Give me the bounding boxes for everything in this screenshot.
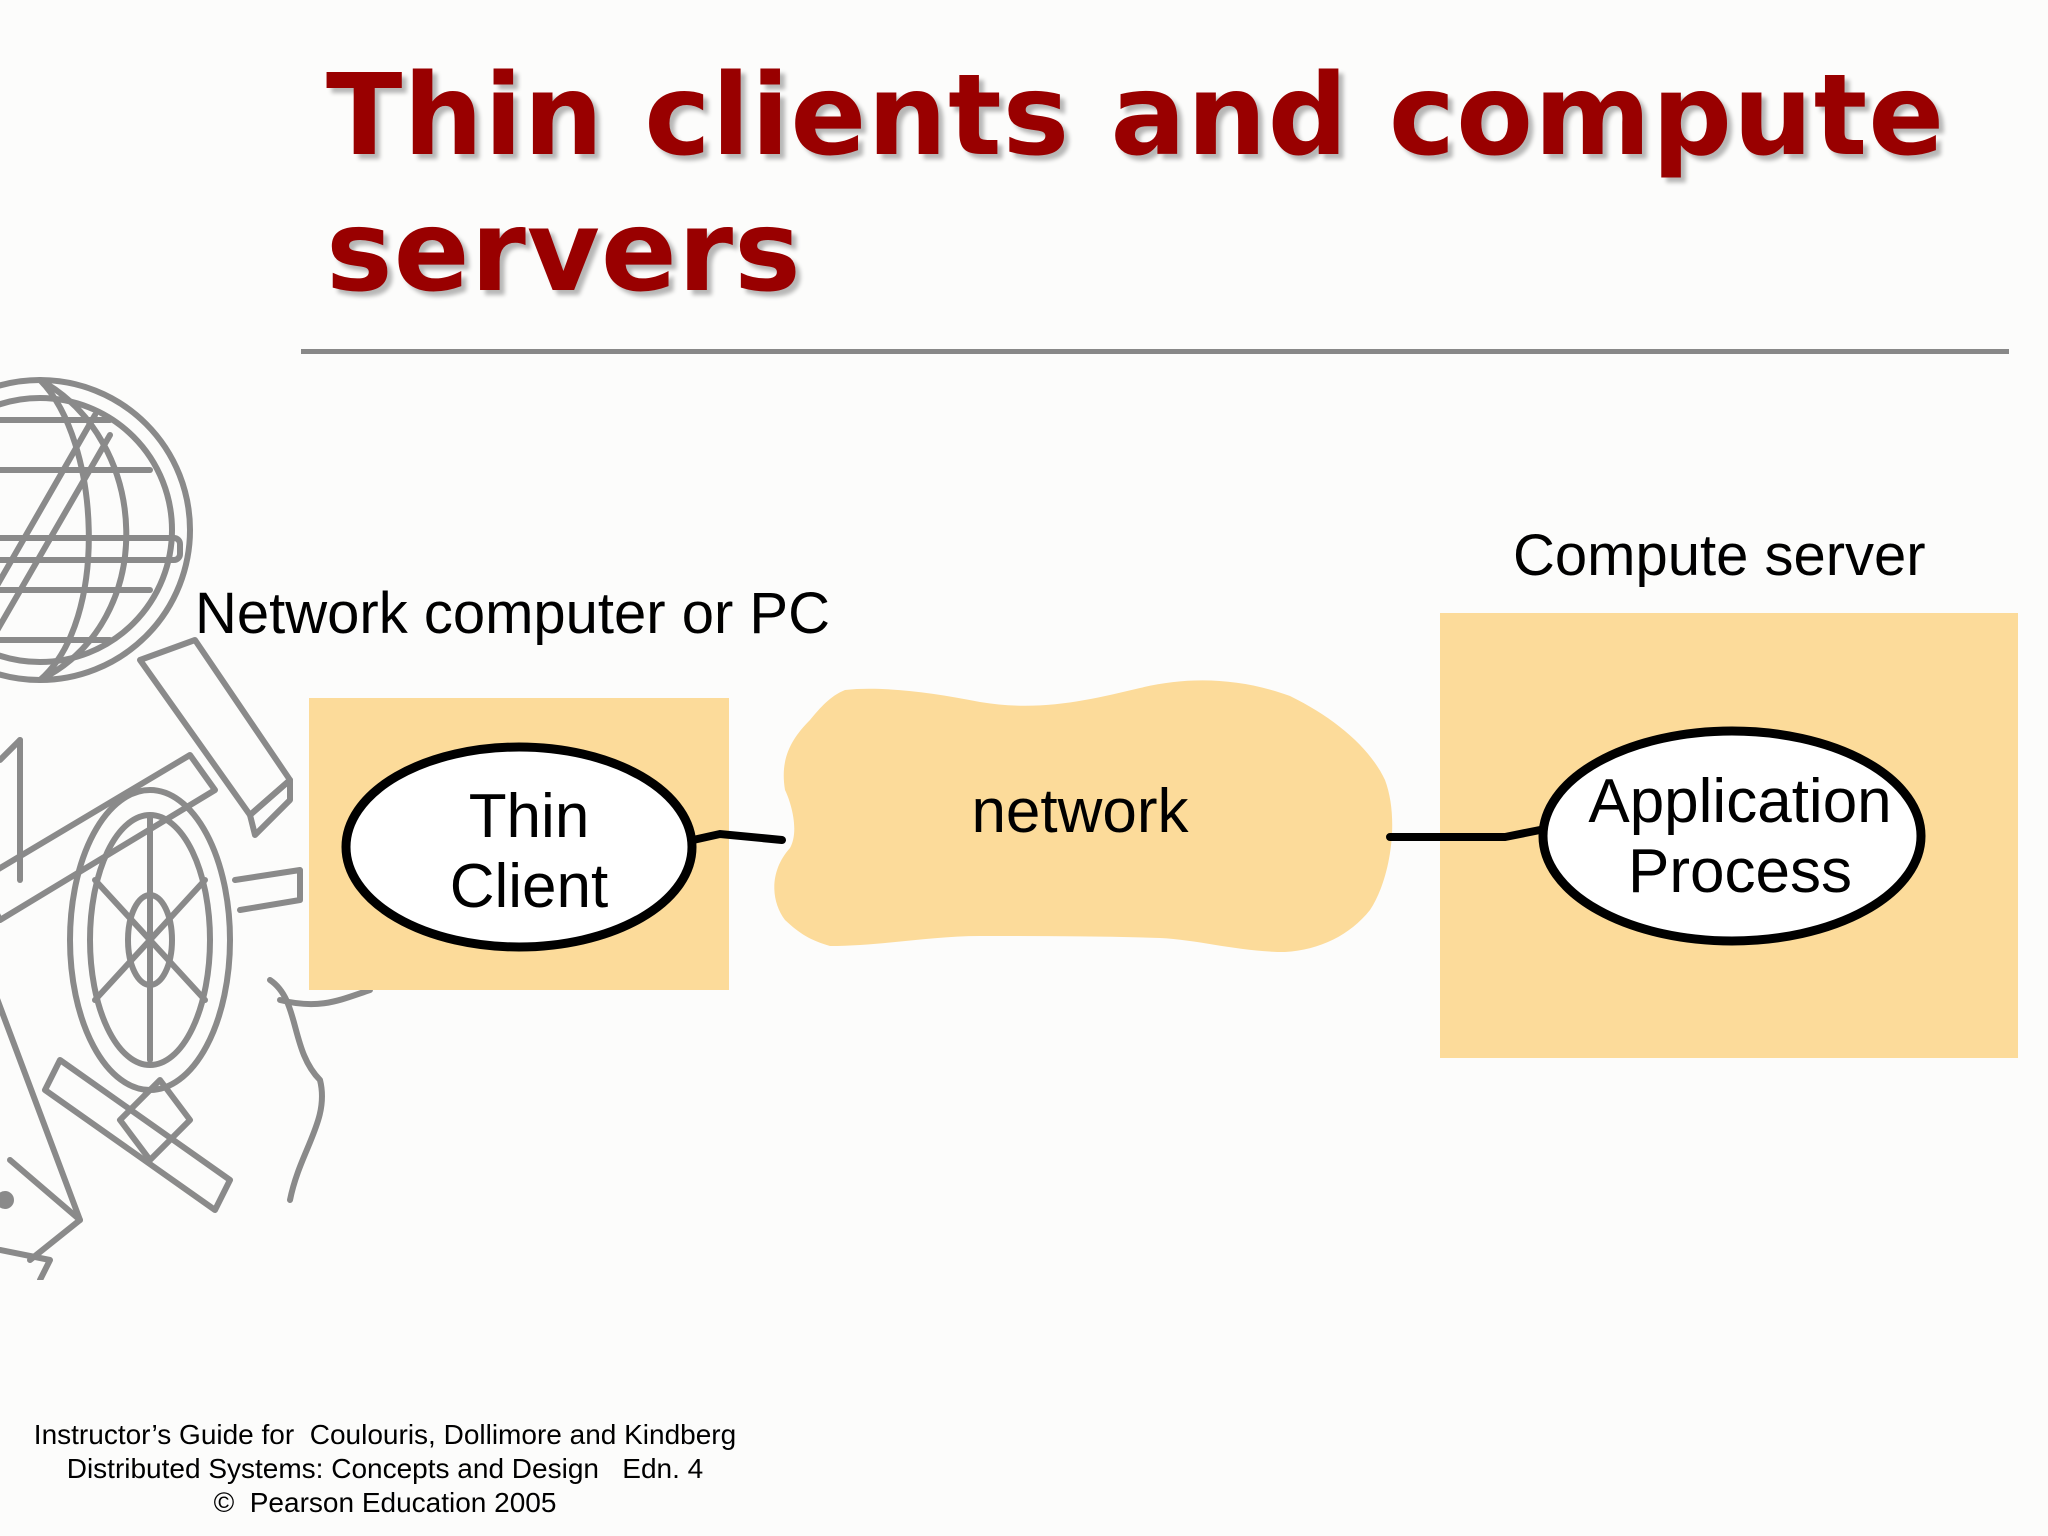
client-machine-label: Network computer or PC (195, 581, 830, 646)
slide-title: Thin clients and compute servers (326, 48, 1976, 320)
application-process-label: Application Process (1545, 767, 1935, 907)
network-label: network (971, 777, 1189, 846)
compass-icon (0, 737, 83, 1280)
slide-footer: Instructor’s Guide for Coulouris, Dollim… (10, 1418, 760, 1520)
thin-client-label: Thin Client (384, 782, 674, 922)
thin-client-label-line2: Client (449, 852, 609, 921)
slide-title-line2: servers (326, 187, 802, 317)
footer-line3: © Pearson Education 2005 (213, 1487, 557, 1518)
application-process-node (1538, 726, 1926, 946)
slide-title-line1: Thin clients and compute (326, 51, 1946, 181)
application-process-label-line2: Process (1628, 837, 1852, 906)
globe-hammer-compass-logo-icon (0, 377, 373, 1280)
application-process-label-line1: Application (1588, 767, 1892, 836)
footer-line2: Distributed Systems: Concepts and Design… (66, 1453, 704, 1484)
server-machine-label: Compute server (1513, 523, 1926, 588)
globe-icon (0, 377, 193, 683)
gear-icon (42, 787, 373, 1213)
footer-line1: Instructor’s Guide for Coulouris, Dollim… (33, 1419, 737, 1450)
title-divider (301, 349, 2009, 354)
network-cloud (774, 680, 1393, 952)
client-network-link (689, 829, 786, 844)
thin-client-label-line1: Thin (468, 782, 590, 851)
hammer-icon (0, 637, 293, 923)
network-server-link (1386, 825, 1549, 841)
thin-client-node (341, 742, 697, 952)
